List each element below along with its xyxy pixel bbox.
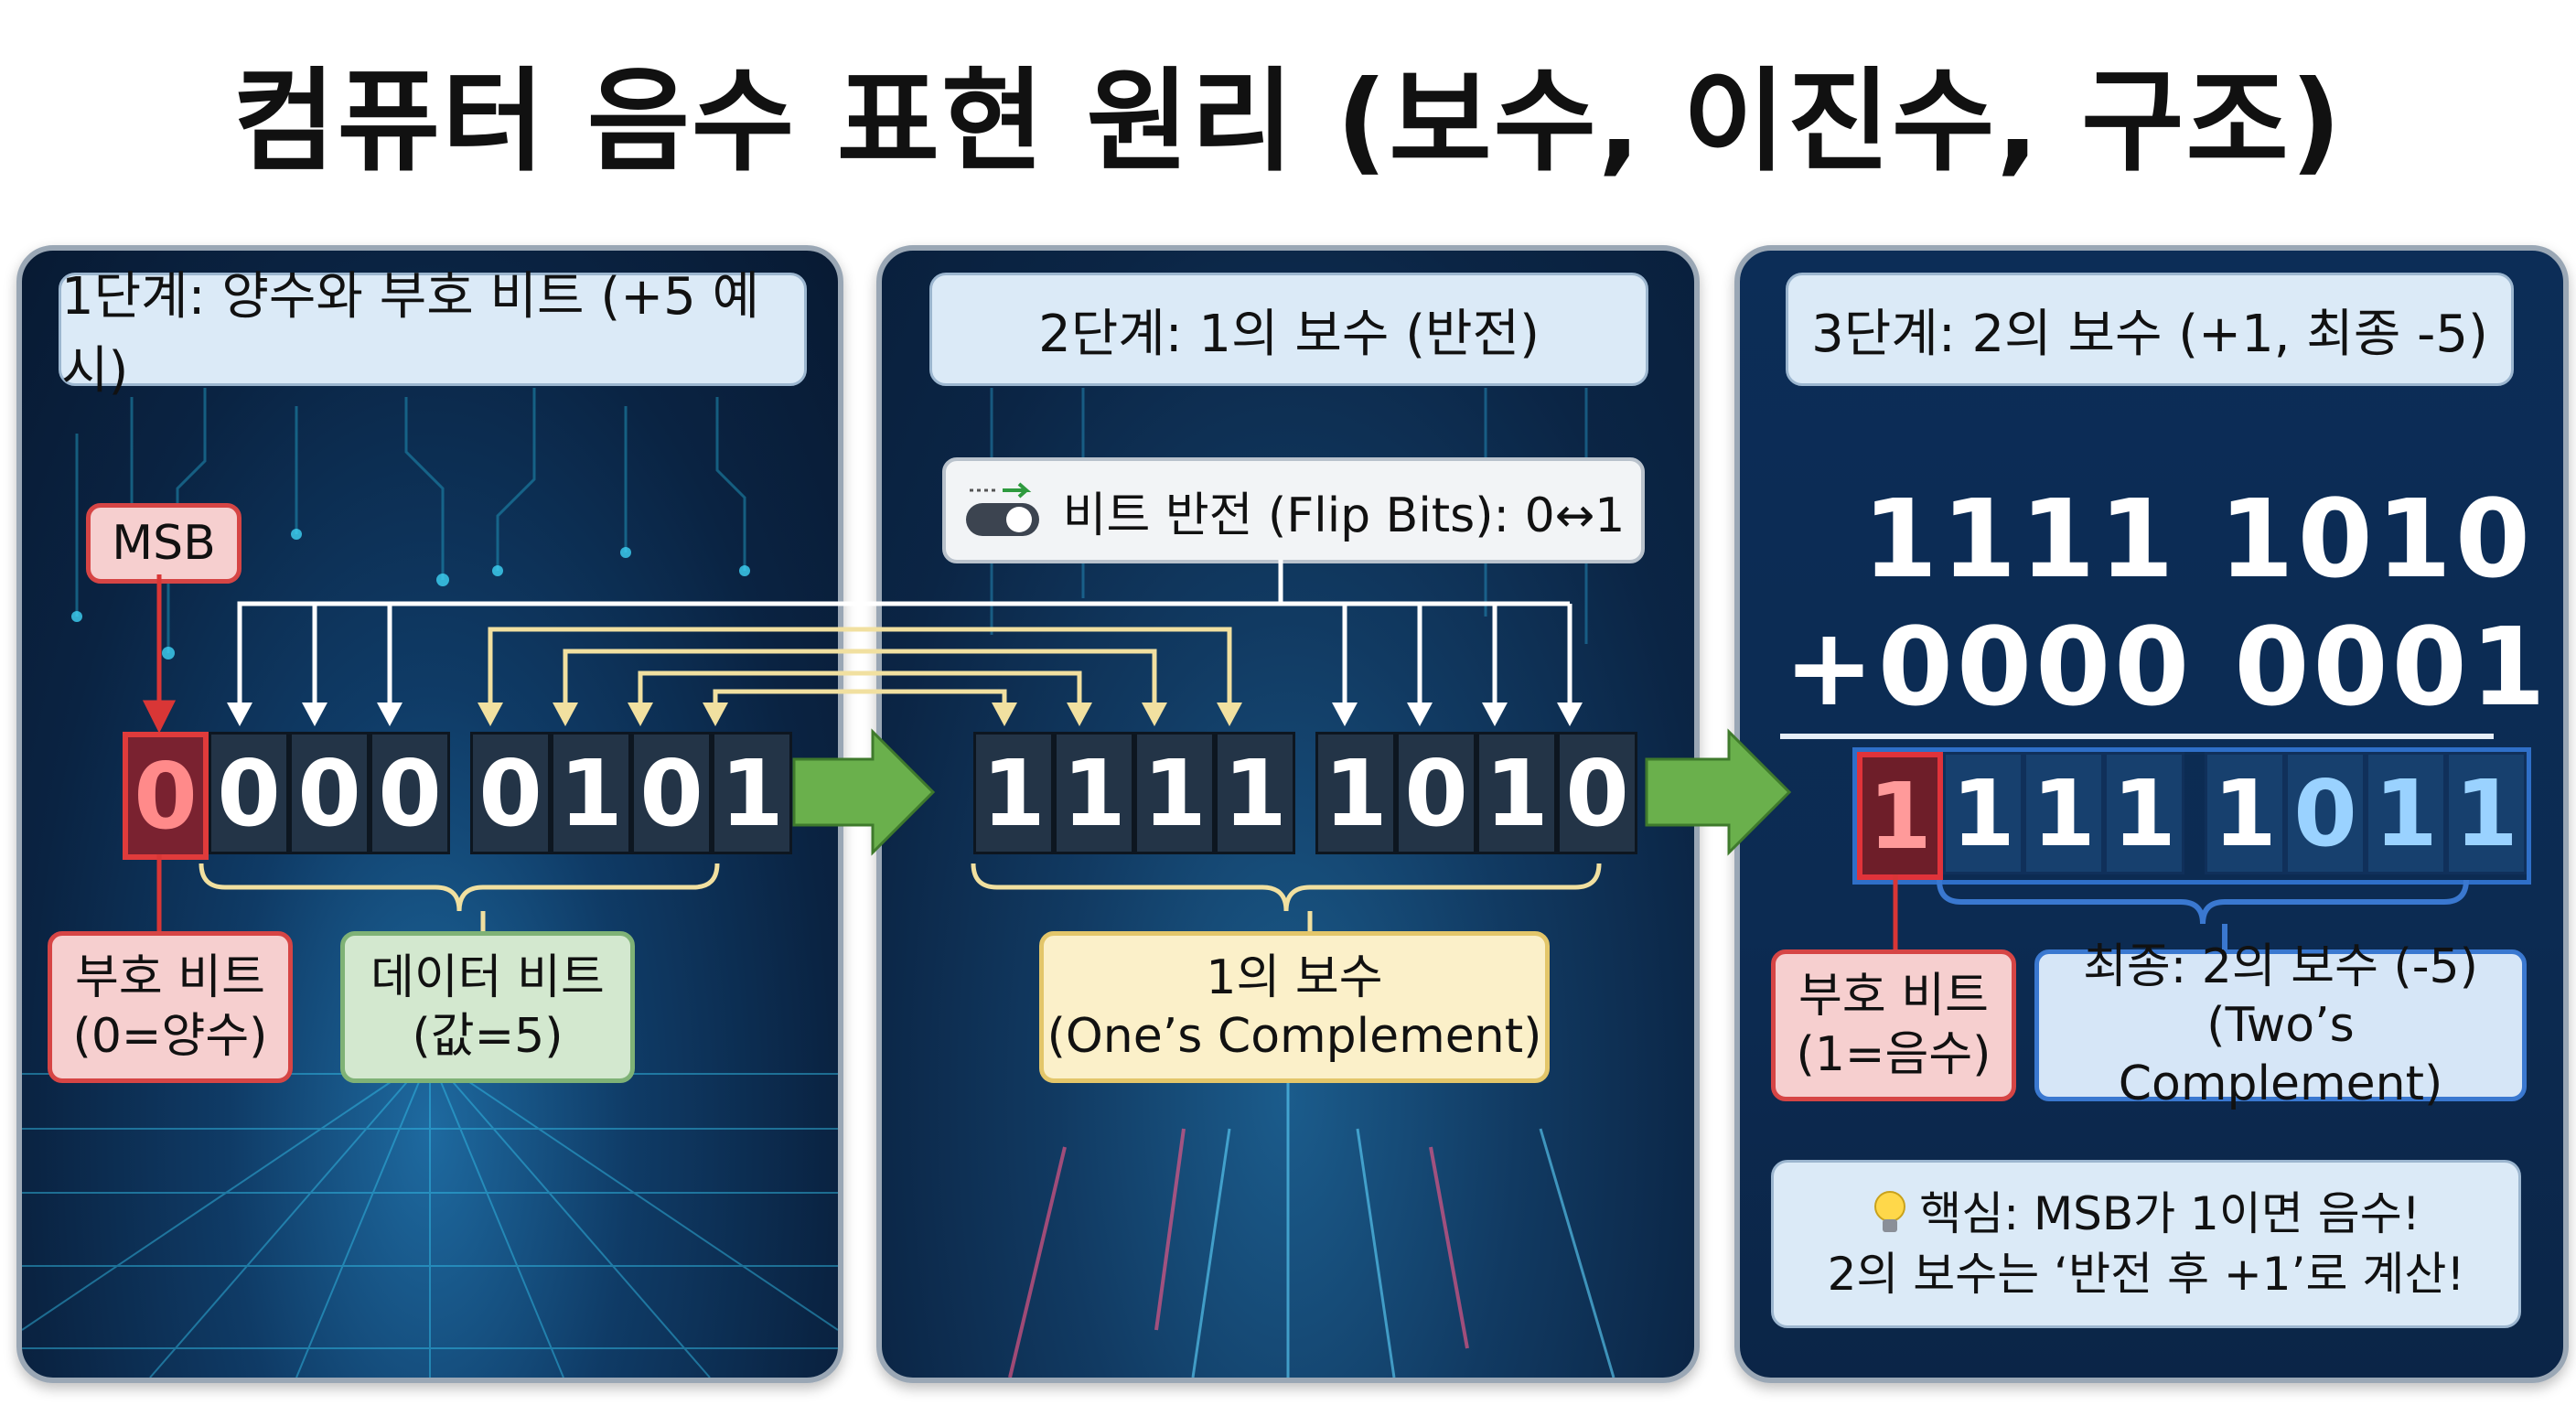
stage3-bit-3: 1 <box>2104 752 2184 874</box>
stage1-sign-bit-label: 부호 비트 (0=양수) <box>48 931 293 1083</box>
stage2-bit-0: 1 <box>973 732 1054 854</box>
stage2-bit-3: 1 <box>1215 732 1295 854</box>
addend-bottom: +0000 0001 <box>1784 604 2549 730</box>
stage3-bit-4: 1 <box>2205 752 2285 874</box>
stage1-bit-4: 0 <box>470 732 551 854</box>
sum-line <box>1780 734 2494 739</box>
flip-bits-label: 비트 반전 (Flip Bits): 0↔1 <box>942 457 1645 563</box>
twos-complement-line1: 최종: 2의 보수 (-5) <box>2083 939 2478 994</box>
key-point-line1: 핵심: MSB가 1이면 음수! <box>1919 1187 2420 1240</box>
stage3-bit-6: 1 <box>2366 752 2446 874</box>
stage3-bit-0: 1 <box>1857 752 1943 880</box>
twos-complement-label: 최종: 2의 보수 (-5) (Two’s Complement) <box>2034 939 2527 1111</box>
ones-complement-label: 1의 보수 (One’s Complement) <box>1039 931 1550 1083</box>
stage3-sign-line2: (1=음수) <box>1796 1027 1991 1082</box>
key-point-box: 핵심: MSB가 1이면 음수! 2의 보수는 ‘반전 후 +1’로 계산! <box>1771 1160 2521 1328</box>
stage3-header: 3단계: 2의 보수 (+1, 최종 -5) <box>1786 273 2514 386</box>
stage1-bit-3: 0 <box>370 732 450 854</box>
binary-rain-background <box>990 388 1615 1378</box>
toggle-switch-icon <box>962 481 1046 540</box>
ones-complement-line2: (One’s Complement) <box>1046 1009 1542 1064</box>
stage3-bit-7: 1 <box>2446 752 2527 874</box>
stage1-data-bits-label: 데이터 비트 (값=5) <box>340 931 635 1083</box>
lightbulb-icon <box>1872 1188 1908 1239</box>
stage2-bit-5: 0 <box>1396 732 1476 854</box>
stage2-header: 2단계: 1의 보수 (반전) <box>929 273 1648 386</box>
key-point-line2: 2의 보수는 ‘반전 후 +1’로 계산! <box>1827 1248 2465 1301</box>
stage3-sign-line1: 부호 비트 <box>1798 969 1989 1024</box>
msb-label: MSB <box>86 503 242 584</box>
stage1-header: 1단계: 양수와 부호 비트 (+5 예시) <box>59 267 807 401</box>
addend-top: 1111 1010 <box>1862 476 2534 602</box>
twos-complement-line2: (Two’s Complement) <box>2118 998 2443 1111</box>
stage3-bit-1: 1 <box>1943 752 2023 874</box>
stage2-bit-6: 1 <box>1476 732 1557 854</box>
stage1-bit-1: 0 <box>209 732 289 854</box>
stage1-sign-line2: (0=양수) <box>72 1009 268 1064</box>
stage2-bit-cells: 1 1 1 1 1 0 1 0 <box>973 732 1637 854</box>
stage2-bit-1: 1 <box>1054 732 1134 854</box>
stage1-bit-0: 0 <box>123 732 209 860</box>
stage1-bit-cells: 0 0 0 0 0 1 0 1 <box>123 732 792 860</box>
stage2-bit-4: 1 <box>1315 732 1396 854</box>
stage1-bit-7: 1 <box>712 732 792 854</box>
stage1-data-line1: 데이터 비트 <box>370 950 605 1005</box>
flip-bits-text: 비트 반전 (Flip Bits): 0↔1 <box>1062 488 1626 543</box>
stage1-sign-line1: 부호 비트 <box>75 950 265 1005</box>
stage3-bit-5: 0 <box>2285 752 2366 874</box>
stage3-bit-cells: 1 1 1 1 1 0 1 1 <box>1852 747 2531 885</box>
stage2-bit-7: 0 <box>1557 732 1637 854</box>
stage1-bit-6: 0 <box>631 732 712 854</box>
msb-label-text: MSB <box>112 516 216 571</box>
stage2-bit-2: 1 <box>1134 732 1215 854</box>
stage1-bit-2: 0 <box>289 732 370 854</box>
stage1-data-line2: (값=5) <box>412 1009 564 1064</box>
ones-complement-line1: 1의 보수 <box>1206 950 1383 1005</box>
page-title: 컴퓨터 음수 표현 원리 (보수, 이진수, 구조) <box>232 57 2344 187</box>
stage1-bit-5: 1 <box>551 732 631 854</box>
stage3-bit-2: 1 <box>2023 752 2104 874</box>
stage3-sign-bit-label: 부호 비트 (1=음수) <box>1771 949 2016 1101</box>
